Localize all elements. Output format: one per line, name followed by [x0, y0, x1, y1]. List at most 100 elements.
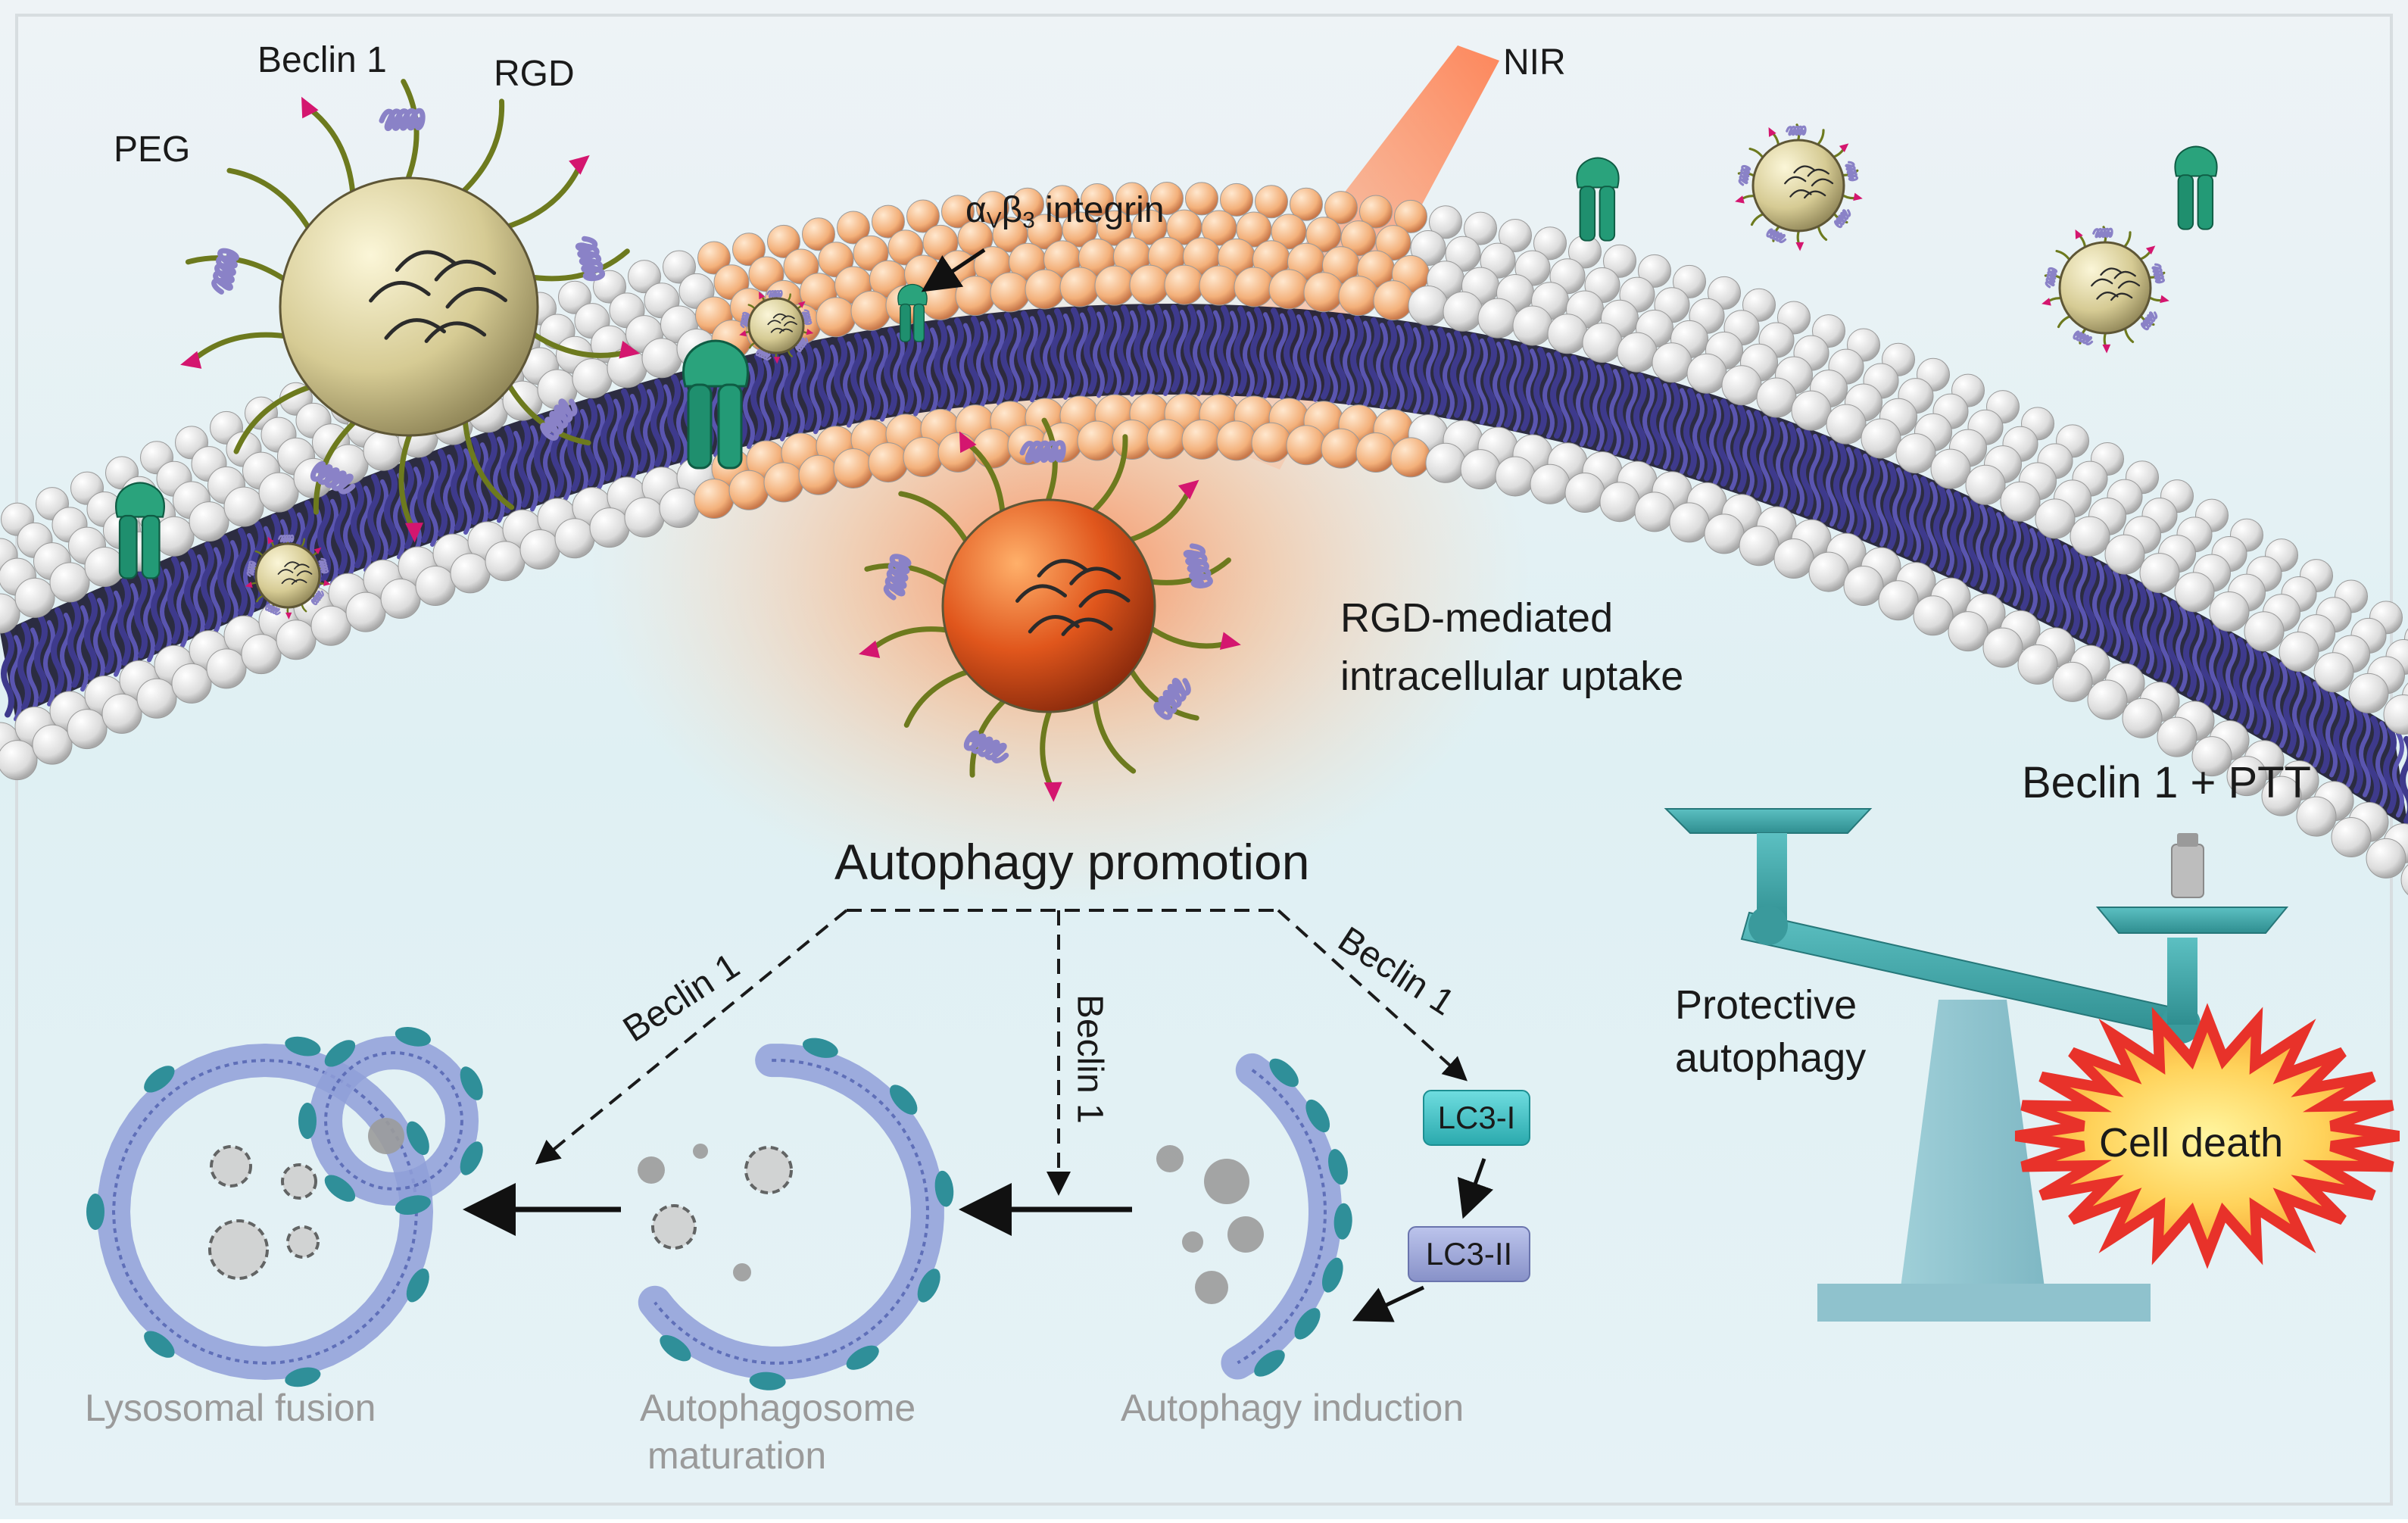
lipid-head-inner — [1182, 420, 1221, 459]
label-maturation-line1: Autophagosome — [640, 1386, 915, 1431]
label-lc3-i: LC3-I — [1424, 1091, 1530, 1145]
lipid-head-inner — [2123, 698, 2162, 738]
lipid-head-outer — [1966, 465, 2005, 504]
lipid-head-inner — [938, 432, 978, 472]
lipid-head-outer — [1060, 267, 1100, 307]
lipid-head-outer — [363, 431, 403, 470]
lipid-head-inner — [311, 606, 351, 645]
lipid-head-inner — [869, 443, 908, 482]
lipid-head-inner — [1983, 628, 2023, 667]
lipid-head-outer — [1095, 266, 1134, 305]
balance-weight-top — [2177, 833, 2198, 847]
lipid-head-inner — [2018, 644, 2057, 684]
lipid-head-outer — [1757, 378, 1796, 417]
lipid-head-outer — [1408, 286, 1448, 325]
lipid-head-inner — [33, 725, 72, 764]
label-integrin: αVβ3 integrin — [965, 189, 1165, 234]
lipid-head-inner — [207, 649, 246, 688]
lipid-head-inner — [520, 530, 560, 570]
lipid-head-inner — [1496, 457, 1535, 496]
lipid-head-outer — [1687, 354, 1726, 393]
lipid-head-inner — [451, 554, 490, 593]
lipid-head-outer — [1478, 298, 1517, 338]
lipid-head-inner — [1287, 426, 1326, 465]
lipid-head-outer — [2140, 554, 2179, 593]
lipid-head-inner — [764, 463, 803, 502]
cargo — [288, 1227, 318, 1257]
lipid-head-outer — [642, 339, 682, 378]
label-maturation-line2: maturation — [647, 1434, 826, 1478]
cargo — [282, 1165, 316, 1198]
label-uptake-line2: intracellular uptake — [1340, 653, 1683, 701]
lipid-head-outer — [2070, 517, 2110, 556]
lipid-head-inner — [276, 620, 316, 660]
lipid-head-outer — [1339, 276, 1378, 316]
nanoparticle-core — [2060, 242, 2151, 333]
lipid-head-inner — [1252, 423, 1291, 462]
integrin-leg — [1580, 186, 1595, 241]
balance-weight — [2172, 844, 2204, 897]
cargo — [638, 1156, 665, 1184]
cargo — [210, 1221, 267, 1278]
label-beclin1-np: Beclin 1 — [257, 39, 387, 83]
lipid-head-inner — [625, 498, 664, 537]
lipid-head-inner — [2053, 662, 2092, 701]
lipid-head-inner — [1914, 596, 1953, 635]
lipid-head-outer — [259, 473, 298, 512]
lipid-head-inner — [1147, 420, 1187, 459]
nanoparticle-core — [1753, 140, 1844, 231]
lipid-head-inner — [799, 455, 838, 495]
lipid-head-inner — [2366, 838, 2406, 878]
lipid-head-inner — [1461, 450, 1500, 489]
label-lc3-ii: LC3-II — [1408, 1227, 1530, 1281]
lipid-head-outer — [1931, 449, 1970, 488]
label-beclin1-ptt: Beclin 1 + PTT — [2022, 757, 2311, 809]
lipid-head-inner — [1565, 473, 1605, 512]
label-autophagy-promotion: Autophagy promotion — [834, 833, 1309, 892]
lipid-head-inner — [903, 438, 943, 477]
cargo — [1227, 1216, 1264, 1253]
label-protective-line2: autophagy — [1675, 1035, 1866, 1083]
integrin-word: integrin — [1035, 190, 1165, 230]
lipid-head-outer — [189, 502, 229, 541]
integrin-leg — [120, 516, 137, 579]
lipid-head-inner — [555, 519, 594, 558]
lipid-head-outer — [154, 517, 194, 556]
lipid-head-outer — [816, 298, 856, 337]
cargo — [1182, 1231, 1203, 1253]
cargo — [653, 1206, 695, 1248]
lipid-head-inner — [1774, 538, 1814, 578]
cargo — [368, 1118, 404, 1154]
balance-right-pan — [2098, 907, 2287, 933]
lipid-head-outer — [1861, 419, 1901, 458]
balance-base — [1817, 1284, 2151, 1322]
lipid-head-inner — [660, 488, 699, 527]
lipid-head-outer — [1617, 332, 1657, 372]
lipid-head-inner — [1078, 421, 1117, 460]
lipid-head-outer — [956, 276, 995, 316]
lipid-head-outer — [2279, 632, 2319, 672]
lipid-head-outer — [85, 547, 124, 586]
label-rgd: RGD — [494, 53, 575, 96]
lipid-head-outer — [990, 273, 1030, 312]
lipid-head-outer — [1130, 265, 1169, 304]
cargo — [1204, 1159, 1249, 1204]
lipid-head-inner — [102, 694, 142, 733]
beclin1-coil — [382, 111, 423, 129]
lipid-head-inner — [1948, 612, 1988, 651]
integrin-alpha: α — [965, 190, 987, 230]
lipid-head-inner — [1809, 552, 1848, 591]
lipid-head-outer — [1826, 404, 1866, 444]
lipid-head-inner — [1635, 492, 1674, 532]
nanoparticle-core — [749, 298, 803, 353]
lipid-head-inner — [1391, 438, 1430, 477]
lipid-head-inner — [1426, 443, 1465, 482]
lipid-head-inner — [1600, 482, 1639, 522]
lipid-head-outer — [1234, 267, 1274, 307]
lipid-head-outer — [2314, 653, 2353, 692]
lipid-head-inner — [1112, 420, 1152, 459]
lipid-head-outer — [1896, 434, 1935, 473]
integrin-alpha-sub: V — [987, 208, 1002, 233]
cargo — [211, 1147, 251, 1186]
